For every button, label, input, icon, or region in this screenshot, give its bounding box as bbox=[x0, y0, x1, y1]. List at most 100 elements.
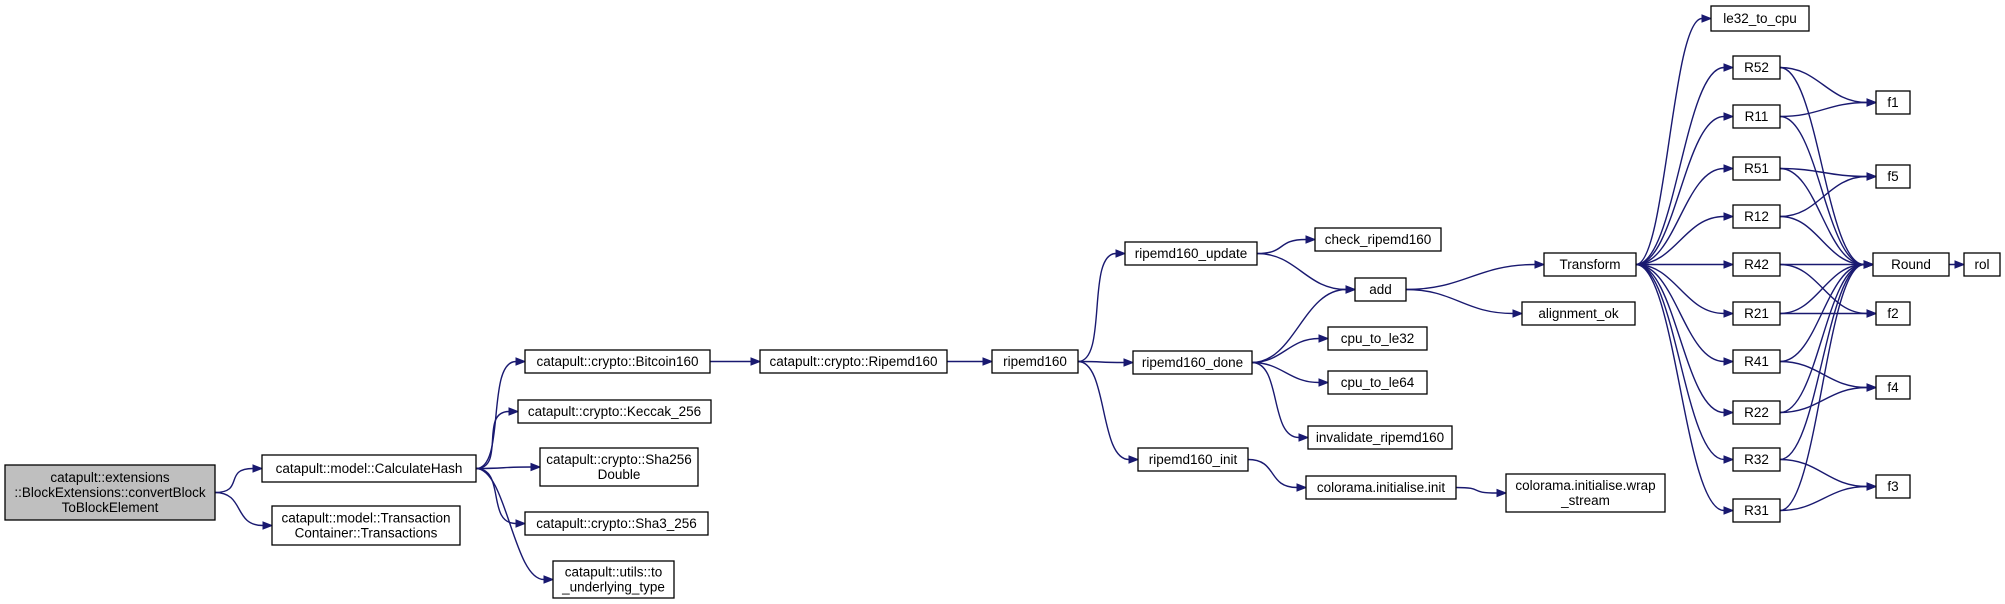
node-label: ToBlockElement bbox=[62, 500, 159, 515]
node-box bbox=[552, 560, 675, 599]
edge-convertblock-to-transactions bbox=[214, 491, 274, 530]
node-label: ripemd160 bbox=[1003, 354, 1067, 369]
edge-transform-to-r11 bbox=[1635, 112, 1735, 266]
node-label: R31 bbox=[1744, 503, 1769, 518]
edge-bitcoin160-to-ripemd160 bbox=[710, 357, 762, 366]
node-add[interactable]: add bbox=[1354, 277, 1407, 302]
node-label: f3 bbox=[1887, 479, 1898, 494]
edge-r11-to-f1 bbox=[1779, 98, 1878, 118]
edge-ripemd160-to-ripemd160-done bbox=[1077, 358, 1135, 367]
node-box bbox=[524, 349, 711, 374]
node-r12[interactable]: R12 bbox=[1732, 204, 1781, 229]
node-box bbox=[1124, 241, 1258, 266]
node-bitcoin160[interactable]: catapult::crypto::Bitcoin160 bbox=[524, 349, 711, 374]
node-r41[interactable]: R41 bbox=[1732, 349, 1781, 374]
node-box bbox=[1875, 474, 1911, 499]
edge-ripemd160-update-to-check-ripemd160 bbox=[1256, 235, 1317, 255]
node-colorama-init[interactable]: colorama.initialise.init bbox=[1305, 475, 1457, 500]
node-label: check_ripemd160 bbox=[1325, 232, 1432, 247]
node-label: ripemd160_init bbox=[1149, 452, 1238, 467]
node-label: Container::Transactions bbox=[295, 526, 438, 541]
edge-ripemd160-done-to-cpu-to-le32 bbox=[1251, 334, 1330, 364]
node-box bbox=[4, 464, 216, 521]
node-transactions[interactable]: catapult::model::TransactionContainer::T… bbox=[271, 505, 461, 546]
node-f2[interactable]: f2 bbox=[1875, 301, 1911, 326]
edge-transform-to-r12 bbox=[1635, 212, 1735, 266]
node-label: f5 bbox=[1887, 169, 1898, 184]
node-box bbox=[524, 511, 709, 536]
node-label: rol bbox=[1974, 257, 1989, 272]
node-f1[interactable]: f1 bbox=[1875, 90, 1911, 115]
node-calculatehash[interactable]: catapult::model::CalculateHash bbox=[261, 454, 477, 483]
edge-transform-to-r51 bbox=[1635, 164, 1735, 266]
edge-r31-to-f3 bbox=[1779, 482, 1878, 512]
node-cpu-to-le64[interactable]: cpu_to_le64 bbox=[1327, 370, 1428, 395]
node-ripemd160[interactable]: catapult::crypto::Ripemd160 bbox=[759, 349, 948, 374]
node-r11[interactable]: R11 bbox=[1732, 104, 1781, 129]
node-box bbox=[1732, 204, 1781, 229]
node-check-ripemd160[interactable]: check_ripemd160 bbox=[1314, 227, 1442, 252]
node-box bbox=[759, 349, 948, 374]
edge-calculatehash-to-to-underlying-type bbox=[475, 467, 555, 584]
edge-ripemd160-to-ripemd160-init bbox=[1077, 360, 1140, 464]
node-r32[interactable]: R32 bbox=[1732, 447, 1781, 472]
call-graph-nodes: catapult::extensions::BlockExtensions::c… bbox=[4, 5, 2001, 599]
node-ripemd160[interactable]: ripemd160 bbox=[991, 349, 1079, 374]
node-ripemd160-done[interactable]: ripemd160_done bbox=[1132, 350, 1253, 375]
node-box bbox=[991, 349, 1079, 374]
node-label: add bbox=[1369, 282, 1392, 297]
node-box bbox=[1732, 301, 1781, 326]
edge-r32-to-f3 bbox=[1779, 458, 1878, 491]
node-box bbox=[1354, 277, 1407, 302]
node-box bbox=[517, 399, 712, 424]
node-label: _stream bbox=[1560, 493, 1610, 508]
node-ripemd160-init[interactable]: ripemd160_init bbox=[1137, 447, 1249, 472]
node-sha3-256[interactable]: catapult::crypto::Sha3_256 bbox=[524, 511, 709, 536]
edge-add-to-transform bbox=[1405, 260, 1546, 291]
node-label: R42 bbox=[1744, 257, 1769, 272]
node-r42[interactable]: R42 bbox=[1732, 252, 1781, 277]
node-label: ::BlockExtensions::convertBlock bbox=[14, 485, 206, 500]
edge-ripemd160-update-to-add bbox=[1256, 252, 1357, 294]
edge-transform-to-le32-to-cpu bbox=[1635, 14, 1713, 266]
node-invalidate-ripemd160[interactable]: invalidate_ripemd160 bbox=[1307, 425, 1453, 450]
node-round[interactable]: Round bbox=[1872, 252, 1950, 277]
node-label: R51 bbox=[1744, 161, 1769, 176]
node-f4[interactable]: f4 bbox=[1875, 375, 1911, 400]
node-label: Double bbox=[598, 467, 641, 482]
node-le32-to-cpu[interactable]: le32_to_cpu bbox=[1710, 5, 1810, 32]
node-cpu-to-le32[interactable]: cpu_to_le32 bbox=[1327, 326, 1428, 351]
node-r31[interactable]: R31 bbox=[1732, 498, 1781, 523]
node-box bbox=[1732, 156, 1781, 181]
node-box bbox=[1505, 473, 1666, 513]
edge-r32-to-round bbox=[1779, 260, 1875, 461]
node-box bbox=[1314, 227, 1442, 252]
node-box bbox=[1872, 252, 1950, 277]
edge-r52-to-f1 bbox=[1779, 66, 1878, 107]
node-label: colorama.initialise.init bbox=[1317, 480, 1446, 495]
node-f3[interactable]: f3 bbox=[1875, 474, 1911, 499]
node-r52[interactable]: R52 bbox=[1732, 55, 1781, 80]
node-label: catapult::crypto::Sha3_256 bbox=[536, 516, 697, 531]
node-r21[interactable]: R21 bbox=[1732, 301, 1781, 326]
node-convertblock[interactable]: catapult::extensions::BlockExtensions::c… bbox=[4, 464, 216, 521]
node-box bbox=[261, 454, 477, 483]
node-rol[interactable]: rol bbox=[1963, 252, 2001, 277]
node-ripemd160-update[interactable]: ripemd160_update bbox=[1124, 241, 1258, 266]
node-label: catapult::crypto::Keccak_256 bbox=[528, 404, 701, 419]
node-label: ripemd160_done bbox=[1142, 355, 1243, 370]
node-to-underlying-type[interactable]: catapult::utils::to_underlying_type bbox=[552, 560, 675, 599]
node-box bbox=[1963, 252, 2001, 277]
node-alignment-ok[interactable]: alignment_ok bbox=[1521, 301, 1636, 326]
node-r51[interactable]: R51 bbox=[1732, 156, 1781, 181]
node-box bbox=[271, 505, 461, 546]
edge-r52-to-round bbox=[1779, 66, 1875, 269]
node-r22[interactable]: R22 bbox=[1732, 400, 1781, 425]
node-wrap-stream[interactable]: colorama.initialise.wrap_stream bbox=[1505, 473, 1666, 513]
node-keccak256[interactable]: catapult::crypto::Keccak_256 bbox=[517, 399, 712, 424]
edge-transform-to-r41 bbox=[1635, 263, 1735, 366]
edge-r31-to-round bbox=[1779, 260, 1875, 512]
node-f5[interactable]: f5 bbox=[1875, 164, 1911, 189]
node-transform[interactable]: Transform bbox=[1543, 252, 1637, 277]
